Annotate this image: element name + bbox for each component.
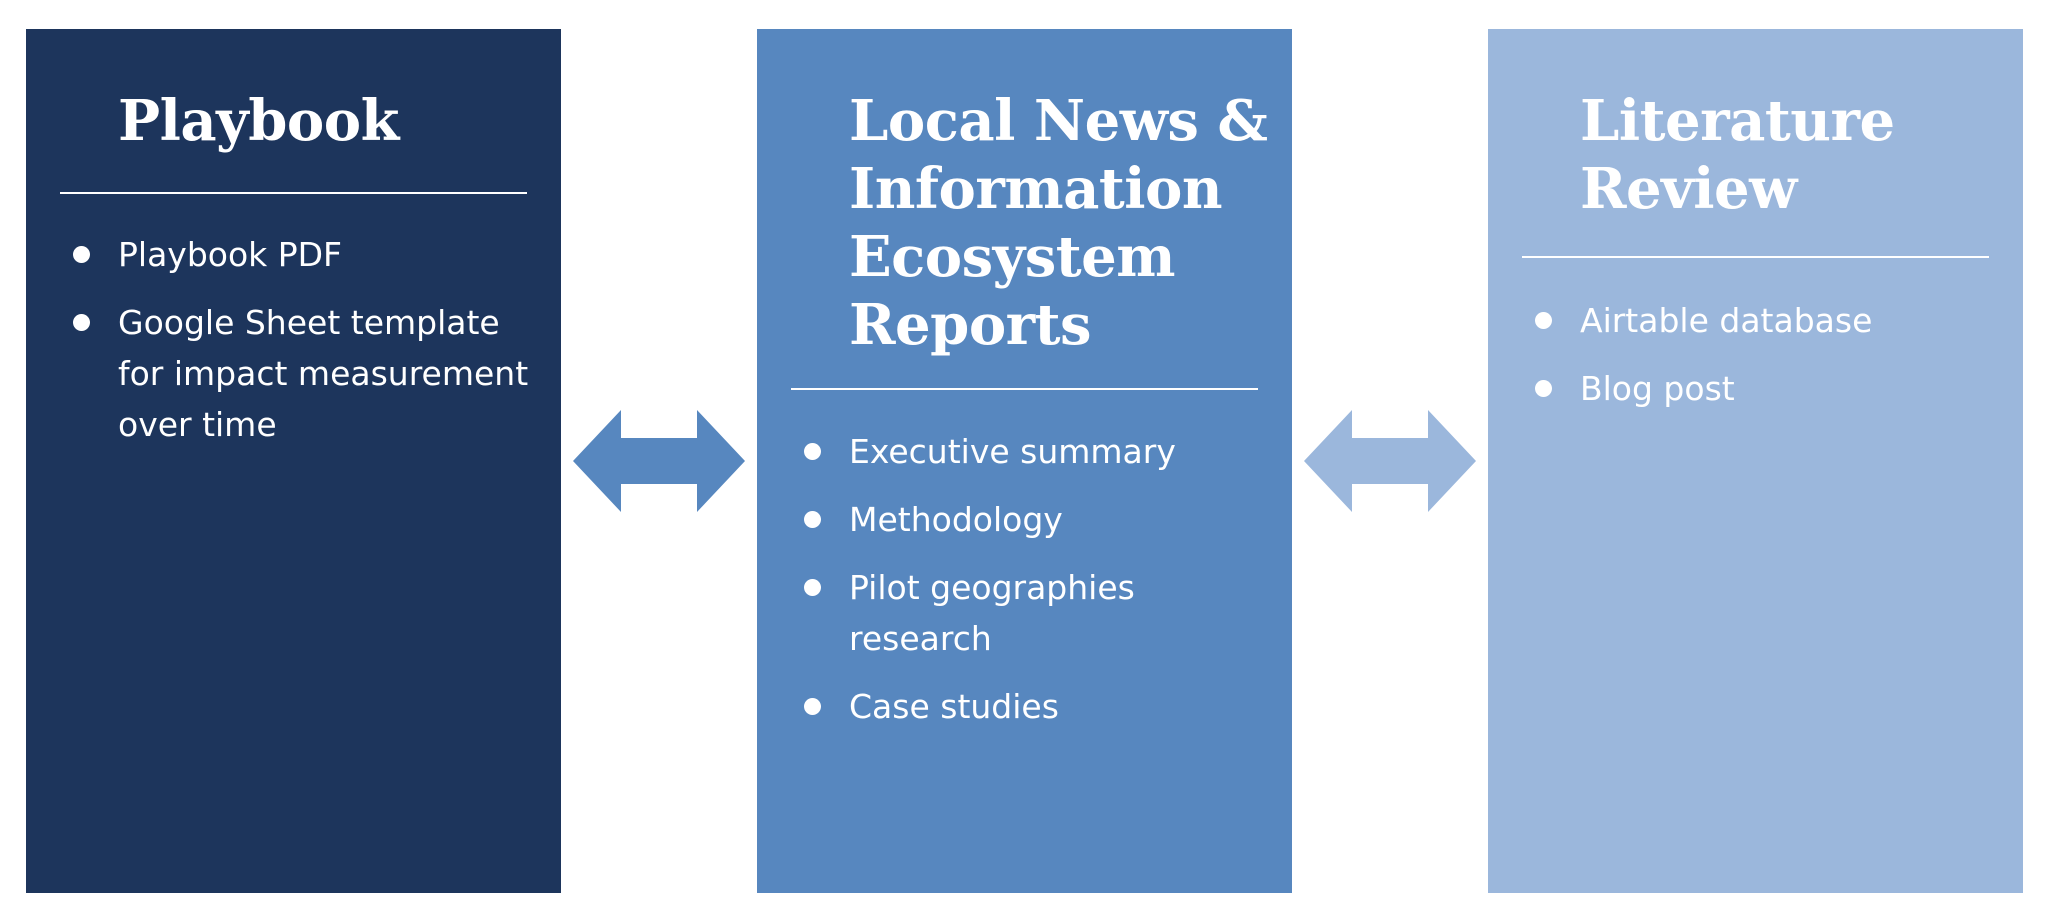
list-item: Blog post xyxy=(1488,363,2023,414)
list-item: Airtable database xyxy=(1488,295,2023,346)
title-divider xyxy=(60,192,527,194)
title-divider xyxy=(791,388,1258,390)
bullet-icon xyxy=(73,246,90,263)
panel-literature-review: Literature Review Airtable database Blog… xyxy=(1488,29,2023,893)
bullet-icon xyxy=(73,314,90,331)
list-item: Google Sheet template for impact measure… xyxy=(26,297,561,450)
bullet-icon xyxy=(804,698,821,715)
list-item-label: Pilot geographies research xyxy=(849,568,1135,658)
double-arrow-icon xyxy=(573,410,745,512)
bullet-icon xyxy=(804,511,821,528)
list-item-label: Blog post xyxy=(1580,369,1735,408)
item-list: Executive summary Methodology Pilot geog… xyxy=(757,426,1292,749)
panel-title: Playbook xyxy=(118,88,399,154)
bullet-icon xyxy=(1535,312,1552,329)
title-divider xyxy=(1522,256,1989,258)
panel-title: Literature Review xyxy=(1580,88,1895,222)
item-list: Airtable database Blog post xyxy=(1488,295,2023,431)
list-item-label: Google Sheet template for impact measure… xyxy=(118,303,529,444)
item-list: Playbook PDF Google Sheet template for i… xyxy=(26,229,561,467)
panel-title: Local News & Information Ecosystem Repor… xyxy=(849,88,1268,358)
list-item: Case studies xyxy=(757,681,1292,732)
list-item: Pilot geographies research xyxy=(757,562,1292,664)
panel-playbook: Playbook Playbook PDF Google Sheet templ… xyxy=(26,29,561,893)
list-item-label: Playbook PDF xyxy=(118,235,343,274)
list-item: Methodology xyxy=(757,494,1292,545)
panel-ecosystem-reports: Local News & Information Ecosystem Repor… xyxy=(757,29,1292,893)
list-item: Executive summary xyxy=(757,426,1292,477)
bullet-icon xyxy=(804,579,821,596)
bullet-icon xyxy=(804,443,821,460)
double-arrow-shape xyxy=(1304,410,1476,512)
list-item-label: Airtable database xyxy=(1580,301,1873,340)
list-item-label: Case studies xyxy=(849,687,1059,726)
list-item-label: Methodology xyxy=(849,500,1063,539)
double-arrow-icon xyxy=(1304,410,1476,512)
list-item-label: Executive summary xyxy=(849,432,1176,471)
list-item: Playbook PDF xyxy=(26,229,561,280)
bullet-icon xyxy=(1535,380,1552,397)
double-arrow-shape xyxy=(573,410,745,512)
